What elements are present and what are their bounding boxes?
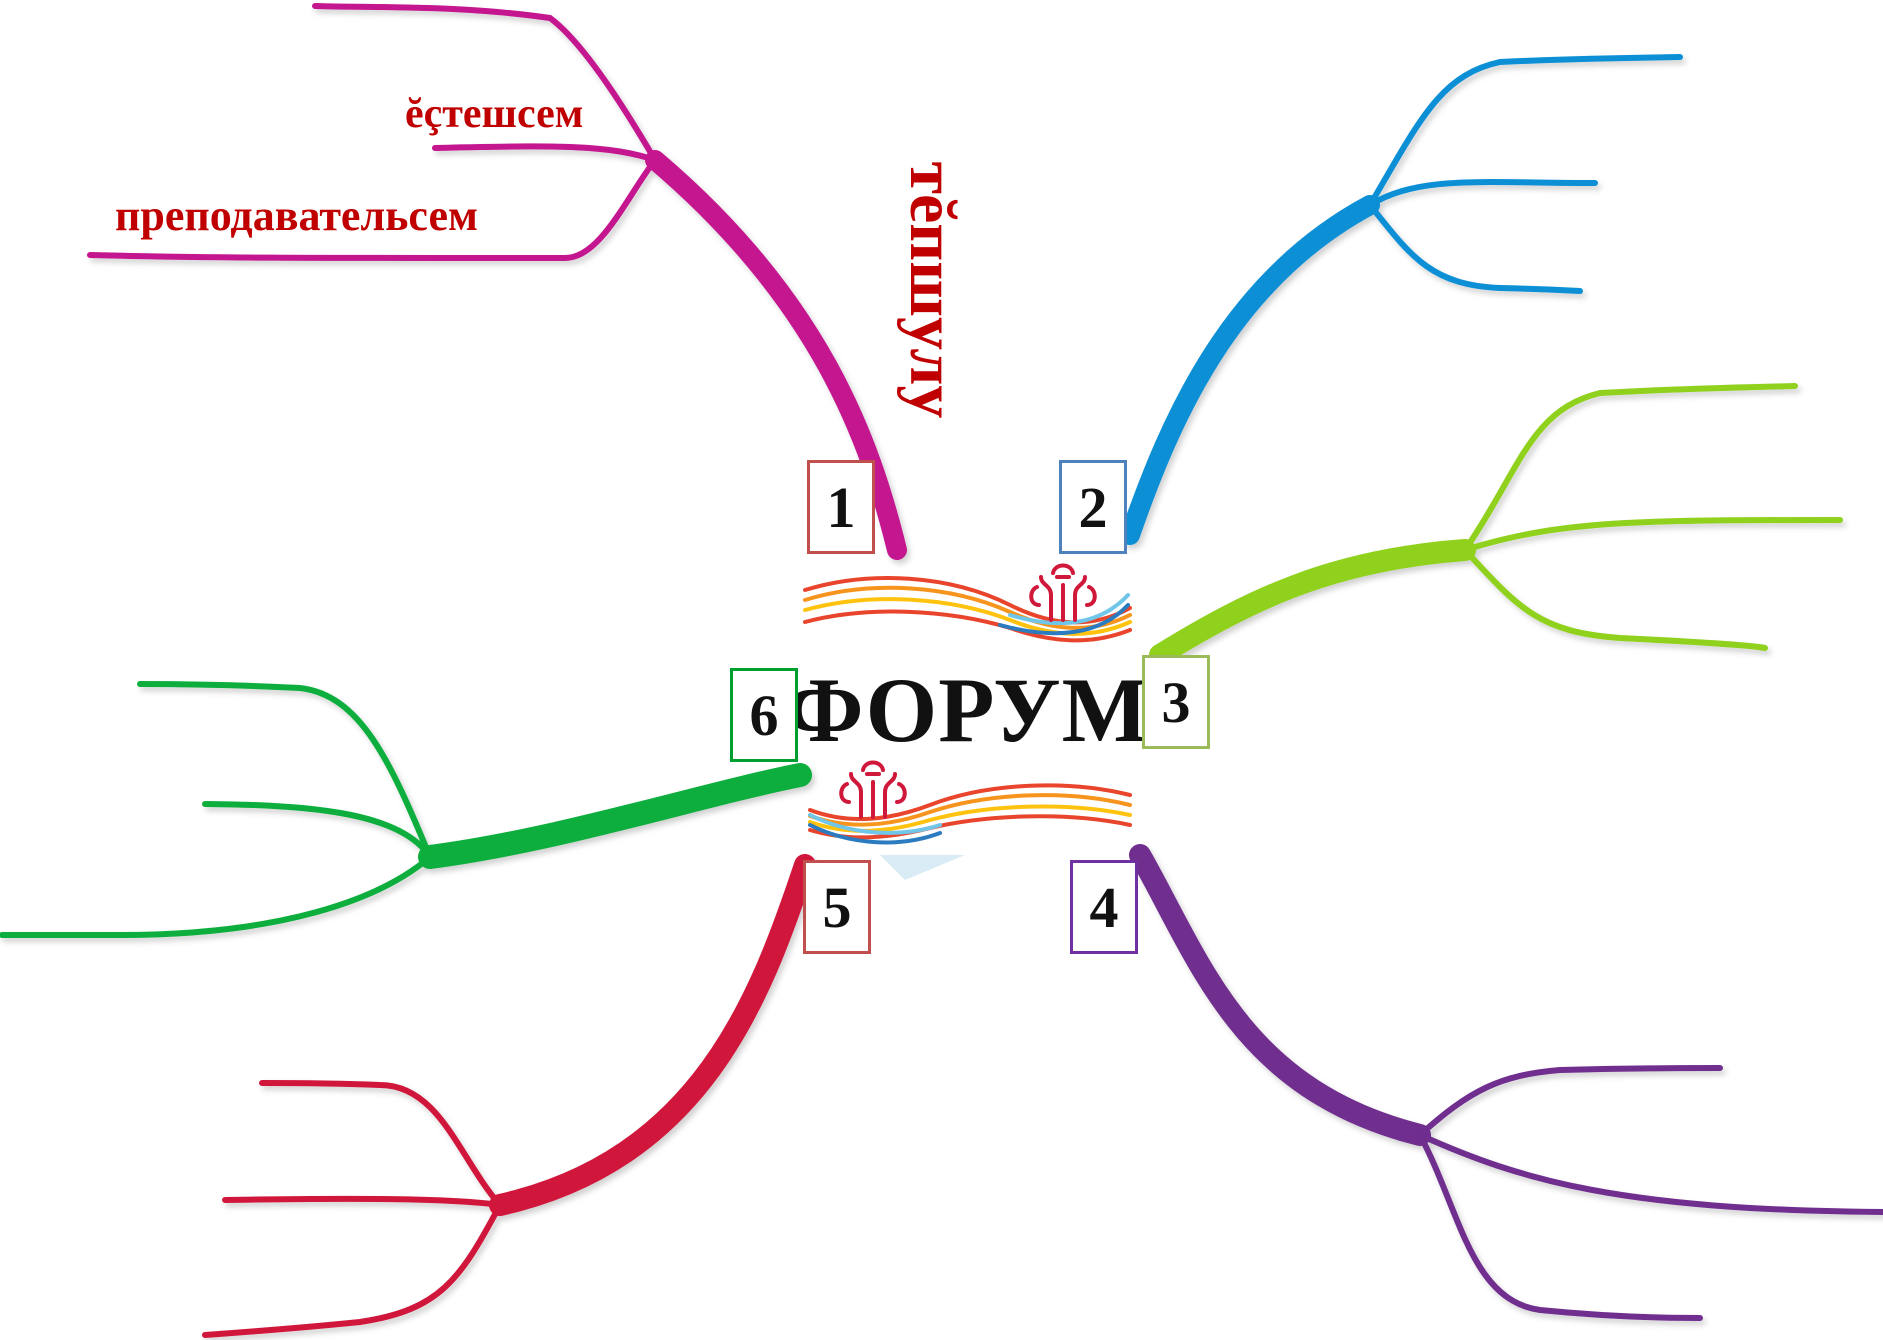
branch-1: [87, 3, 907, 560]
ribbon-top-red: [803, 576, 1132, 625]
branch-number-1: 1: [807, 460, 875, 554]
branch-1-twig-mid: [432, 143, 658, 163]
ribbon-bottom-orange: [808, 793, 1132, 827]
branch-3-twig-bottom: [1462, 547, 1768, 651]
branch-5-twig-bottom: [202, 1202, 503, 1338]
branch-number-4-label: 4: [1089, 874, 1119, 940]
branch-1-sub-label-top: ĕçтешсем: [405, 91, 584, 137]
ribbon-bottom-red: [808, 783, 1132, 822]
branch-4-trunk: [1129, 844, 1431, 1146]
branch-number-2-label: 2: [1078, 474, 1108, 540]
branch-6-twig-bottom: [0, 854, 433, 938]
branch-2-twig-bottom: [1367, 202, 1583, 294]
branch-3-twig-top: [1462, 383, 1798, 553]
branch-number-6: 6: [730, 668, 798, 762]
branch-2: [1120, 54, 1683, 545]
branch-6: [0, 681, 812, 938]
branch-3-twig-mid: [1462, 517, 1843, 553]
branch-1-main-label: тĕпшулу: [896, 161, 969, 419]
chuvash-tree-emblem-icon: [1029, 563, 1097, 622]
chuvash-tree-emblem-icon: [839, 760, 907, 819]
ribbon-bottom-lightblue: [808, 813, 942, 835]
branch-4-twig-top: [1417, 1065, 1723, 1138]
center-ribbon-bottom: [808, 783, 1132, 845]
branch-number-2: 2: [1059, 460, 1127, 554]
branch-4-twig-bottom: [1417, 1132, 1703, 1321]
center-ribbon-top: [803, 576, 1132, 643]
branch-number-1-label: 1: [826, 474, 856, 540]
branch-number-4: 4: [1070, 860, 1138, 954]
branch-6-twig-mid: [202, 801, 433, 860]
branch-1-twig-top: [312, 3, 658, 163]
branch-6-trunk: [418, 763, 812, 869]
branch-5-trunk: [489, 854, 816, 1216]
branch-5-twig-top: [259, 1080, 503, 1208]
branch-2-trunk: [1120, 195, 1380, 545]
branch-1-trunk: [645, 150, 907, 560]
ribbon-top-yellow: [803, 597, 1132, 636]
branch-5: [202, 854, 816, 1338]
central-topic-title: ФОРУМ: [784, 659, 1150, 761]
branch-number-5-label: 5: [822, 874, 852, 940]
ribbon-top-lightblue: [1008, 593, 1130, 626]
branch-4-twig-mid: [1417, 1132, 1883, 1215]
branch-1-twig-bottom: [87, 157, 658, 262]
branch-2-twig-mid: [1367, 179, 1598, 208]
branch-3: [1149, 383, 1843, 666]
branch-2-twig-top: [1367, 54, 1683, 208]
branch-1-sub-label-bottom: преподавательсем: [115, 191, 478, 240]
branch-3-trunk: [1149, 539, 1476, 666]
ribbon-bottom-blue: [808, 823, 942, 845]
branch-4: [1129, 844, 1883, 1321]
branch-number-5: 5: [803, 860, 871, 954]
branch-number-3-label: 3: [1161, 669, 1191, 735]
branch-number-3: 3: [1142, 655, 1210, 749]
branch-5-twig-mid: [222, 1195, 503, 1208]
branch-6-twig-top: [137, 681, 433, 860]
ribbon-top-blue: [998, 603, 1130, 636]
branch-number-6-label: 6: [749, 682, 779, 748]
center-shadow-shape: [880, 855, 965, 880]
